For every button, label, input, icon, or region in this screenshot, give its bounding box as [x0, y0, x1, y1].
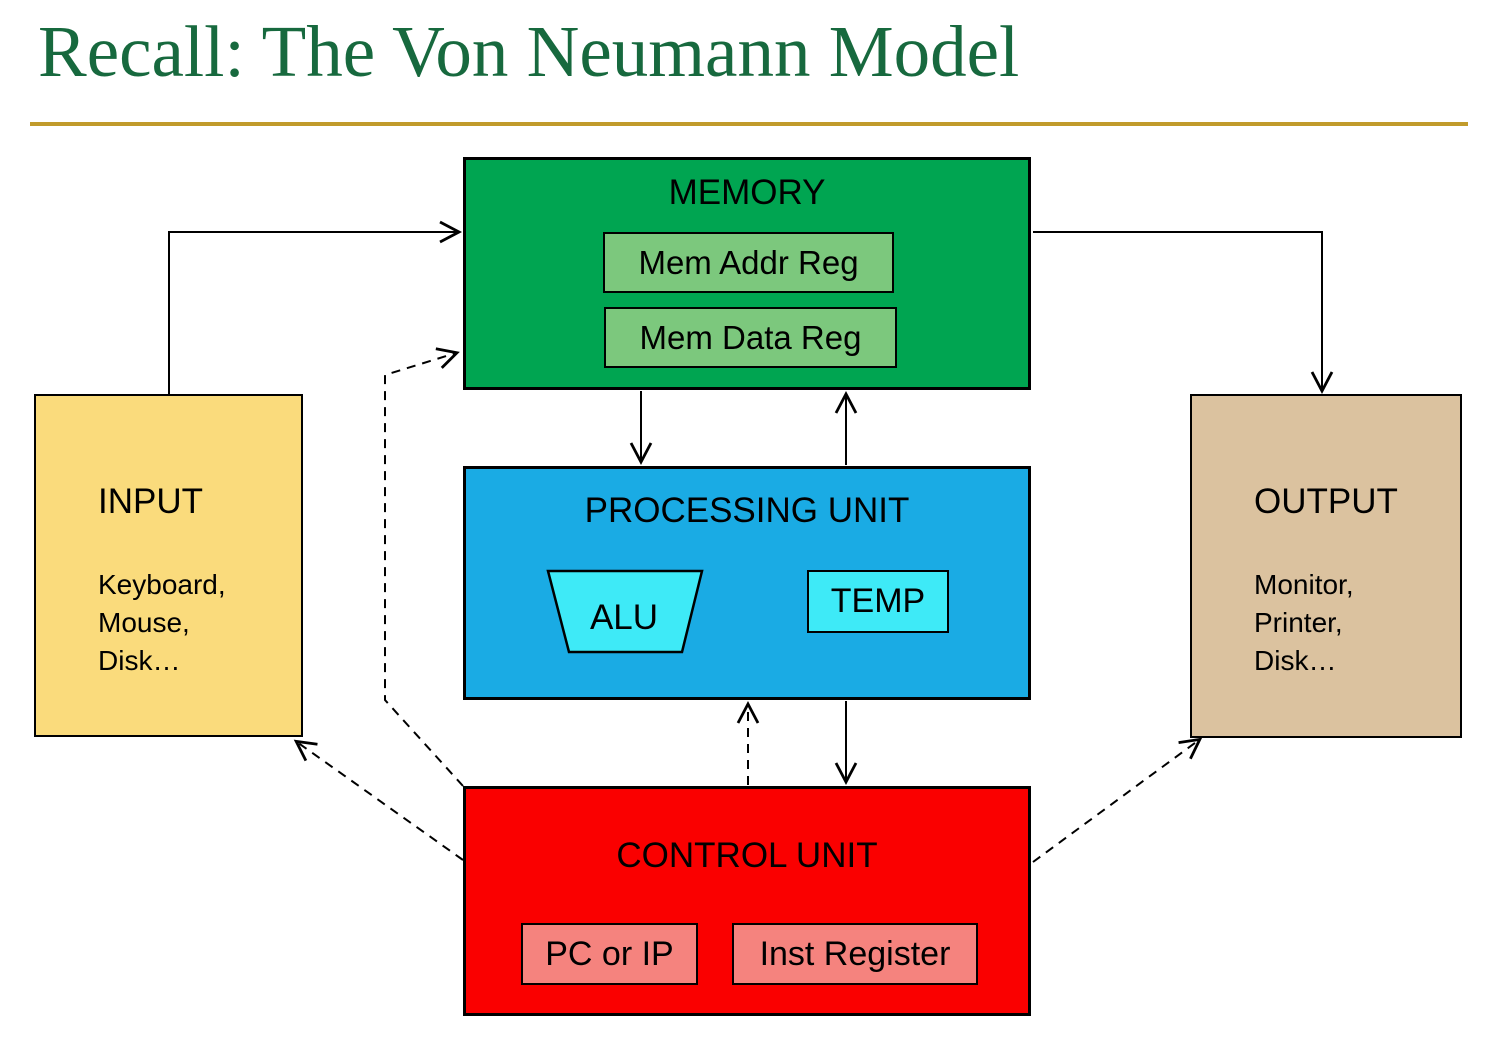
arrow-control-to-output [1032, 737, 1203, 863]
temp-register-box: TEMP [807, 570, 949, 633]
mem-addr-reg-box: Mem Addr Reg [603, 232, 894, 293]
arrow-input-to-memory [168, 220, 463, 394]
mem-data-reg-box: Mem Data Reg [604, 307, 897, 368]
page-title: Recall: The Von Neumann Model [38, 11, 1020, 92]
processing-unit-title: PROCESSING UNIT [584, 491, 910, 530]
arrow-control-to-memory [384, 347, 464, 787]
memory-block: MEMORY Mem Addr Reg Mem Data Reg [463, 157, 1031, 390]
output-devices-list: Monitor, Printer, Disk… [1254, 569, 1354, 676]
input-devices-list: Keyboard, Mouse, Disk… [98, 569, 226, 676]
arrow-memory-to-output [1033, 231, 1334, 395]
output-title: OUTPUT [1254, 482, 1398, 521]
control-unit-block: CONTROL UNIT PC or IP Inst Register [463, 786, 1031, 1016]
inst-register-box: Inst Register [732, 923, 978, 985]
arrow-control-to-input [293, 739, 464, 861]
memory-title: MEMORY [668, 173, 826, 212]
processing-unit-block: PROCESSING UNIT TEMP [463, 466, 1031, 700]
input-title: INPUT [98, 482, 203, 521]
title-underline [30, 122, 1468, 126]
control-unit-title: CONTROL UNIT [616, 836, 878, 875]
input-block: INPUT Keyboard, Mouse, Disk… [34, 394, 303, 737]
output-block: OUTPUT Monitor, Printer, Disk… [1190, 394, 1462, 738]
pc-register-box: PC or IP [521, 923, 698, 985]
